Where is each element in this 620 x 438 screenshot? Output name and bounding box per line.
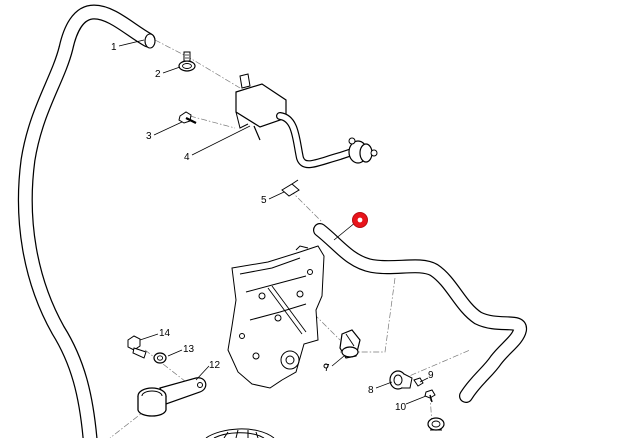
part-7-connector[interactable] [339,329,361,359]
part-13-washer[interactable] [153,352,167,364]
callout-9: 9 [428,370,434,381]
engine-cover-bracket [227,245,329,389]
part-2-hose-clamp[interactable] [178,51,196,72]
callout-4: 4 [184,152,190,163]
callout-10: 10 [395,402,407,413]
callout-7: 7 [324,363,330,374]
part-6-hose[interactable] [313,223,527,403]
callout-3: 3 [146,131,152,142]
callout-8: 8 [368,385,374,396]
part-10-screw[interactable] [424,389,436,403]
flywheel-partial [205,428,275,438]
assembly-centerlines [109,39,471,438]
callout-1: 1 [111,42,117,53]
callout-labels: 1 2 3 4 5 7 8 9 10 12 13 14 [111,42,434,413]
part-1-long-hose[interactable] [17,4,156,438]
part-8-valve[interactable] [389,370,413,390]
bottom-clip [427,417,445,431]
part-3-screw[interactable] [178,111,197,124]
part-12-hose-clamp-bracket[interactable] [137,377,207,417]
highlight-marker[interactable] [352,212,368,228]
part-14-bolt[interactable] [127,335,147,359]
callout-2: 2 [155,69,161,80]
callout-5: 5 [261,195,267,206]
callout-13: 13 [183,344,195,355]
part-5-fitting[interactable] [281,179,300,197]
part-9-screw[interactable] [413,377,424,387]
part-4-reservoir-with-pipe[interactable] [235,73,378,169]
callout-12: 12 [209,360,221,371]
leader-lines [118,39,429,405]
callout-14: 14 [159,328,171,339]
